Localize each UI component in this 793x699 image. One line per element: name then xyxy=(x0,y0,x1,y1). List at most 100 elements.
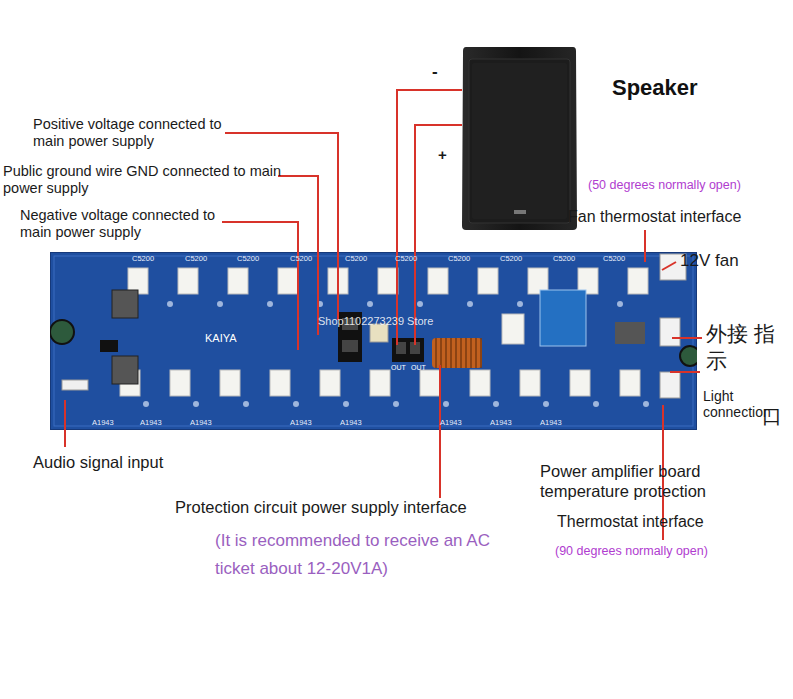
pcb-board xyxy=(378,268,398,294)
pcb-board xyxy=(270,370,290,396)
pcb-board xyxy=(680,346,697,366)
part-number: A1943 xyxy=(92,419,114,428)
pcb-board xyxy=(435,338,437,368)
pcb-board xyxy=(440,338,442,368)
speaker-cabinet xyxy=(472,63,567,219)
pcb-board xyxy=(342,340,358,352)
pcb-board xyxy=(112,356,138,384)
speaker-cabinet xyxy=(514,210,526,214)
speaker: Speaker xyxy=(462,45,577,230)
pcb-board xyxy=(465,338,467,368)
pcb-board xyxy=(478,268,498,294)
pcb-board xyxy=(428,268,448,294)
board-silkscreen: KAIYA xyxy=(205,332,237,345)
part-number: C5200 xyxy=(553,255,575,264)
pcb-board xyxy=(278,268,298,294)
speaker-label: Speaker xyxy=(612,75,698,100)
pcb-board xyxy=(217,301,223,307)
part-number: A1943 xyxy=(540,419,562,428)
pcb-board xyxy=(54,256,693,426)
pcb-board xyxy=(517,301,523,307)
pcb-board xyxy=(328,268,348,294)
pcb-board xyxy=(660,372,680,398)
callout-text: 12V fan xyxy=(680,251,739,271)
polarity-label: + xyxy=(438,146,447,163)
part-number: C5200 xyxy=(500,255,522,264)
speaker-cabinet xyxy=(469,59,570,223)
callout-text: Power amplifier board temperature protec… xyxy=(540,461,750,501)
pcb-board xyxy=(660,318,680,346)
pcb-board xyxy=(220,370,240,396)
watermark: Shop1102273239 Store xyxy=(318,315,433,328)
part-number: A1943 xyxy=(490,419,512,428)
part-number: C5200 xyxy=(395,255,417,264)
pcb-board xyxy=(112,290,138,318)
pcb-board xyxy=(370,370,390,396)
pcb-board xyxy=(502,314,524,344)
speaker-wire xyxy=(397,90,462,252)
callout-text: Protection circuit power supply interfac… xyxy=(175,498,467,517)
speaker-cabinet xyxy=(462,47,577,230)
part-number: C5200 xyxy=(448,255,470,264)
pcb-board xyxy=(167,301,173,307)
pcb-board xyxy=(50,252,697,430)
part-number: A1943 xyxy=(290,419,312,428)
pcb-board xyxy=(460,338,462,368)
note-text: (50 degrees normally open) xyxy=(588,178,741,192)
pcb-board xyxy=(620,370,640,396)
speaker-wire xyxy=(415,125,462,252)
pcb-board xyxy=(50,320,74,344)
pcb-board xyxy=(143,401,149,407)
part-number: C5200 xyxy=(132,255,154,264)
note-text: (It is recommended to receive an AC tick… xyxy=(215,527,515,583)
pcb-board xyxy=(410,342,420,354)
pin-name: OUT xyxy=(391,364,406,372)
pcb-board xyxy=(470,338,472,368)
speaker-cabinet xyxy=(462,45,577,230)
callout-text: 口 xyxy=(762,405,782,428)
pcb-board xyxy=(393,401,399,407)
pcb-board xyxy=(317,301,323,307)
part-number: C5200 xyxy=(237,255,259,264)
callout-text: Positive voltage connected to main power… xyxy=(33,116,238,149)
part-number: A1943 xyxy=(340,419,362,428)
pcb-board xyxy=(417,301,423,307)
pcb-board xyxy=(320,370,340,396)
pcb-board xyxy=(455,338,457,368)
pcb-board xyxy=(62,380,88,390)
pcb-board xyxy=(593,401,599,407)
callout-text: Thermostat interface xyxy=(557,513,704,531)
part-number: A1943 xyxy=(190,419,212,428)
pcb-board xyxy=(420,370,440,396)
pcb-board xyxy=(475,338,477,368)
pcb-board xyxy=(445,338,447,368)
pcb-board xyxy=(443,401,449,407)
callout-text: Public ground wire GND connected to main… xyxy=(3,163,283,196)
pcb-board xyxy=(543,401,549,407)
callout-text: Audio signal input xyxy=(33,453,163,472)
pcb-board xyxy=(228,268,248,294)
polarity-label: - xyxy=(432,62,438,82)
pcb-board xyxy=(100,340,118,352)
pcb-board xyxy=(178,268,198,294)
pcb-board xyxy=(470,370,490,396)
pcb-board xyxy=(628,268,648,294)
note-text: (90 degrees normally open) xyxy=(555,544,708,558)
pcb-board xyxy=(493,401,499,407)
part-number: C5200 xyxy=(185,255,207,264)
pcb-board xyxy=(50,252,697,430)
pcb-board xyxy=(193,401,199,407)
pcb-board xyxy=(367,301,373,307)
pcb-board xyxy=(396,342,406,354)
pcb-board xyxy=(392,338,424,362)
amplifier-board: KAIYA xyxy=(50,252,697,430)
pcb-board xyxy=(480,338,482,368)
pcb-board xyxy=(540,290,586,346)
pcb-board xyxy=(467,301,473,307)
part-number: C5200 xyxy=(603,255,625,264)
callout-text: 外接 指示 xyxy=(706,320,786,374)
pcb-board xyxy=(343,401,349,407)
pcb-board xyxy=(615,322,645,344)
pcb-board xyxy=(243,401,249,407)
pcb-board xyxy=(432,338,482,368)
